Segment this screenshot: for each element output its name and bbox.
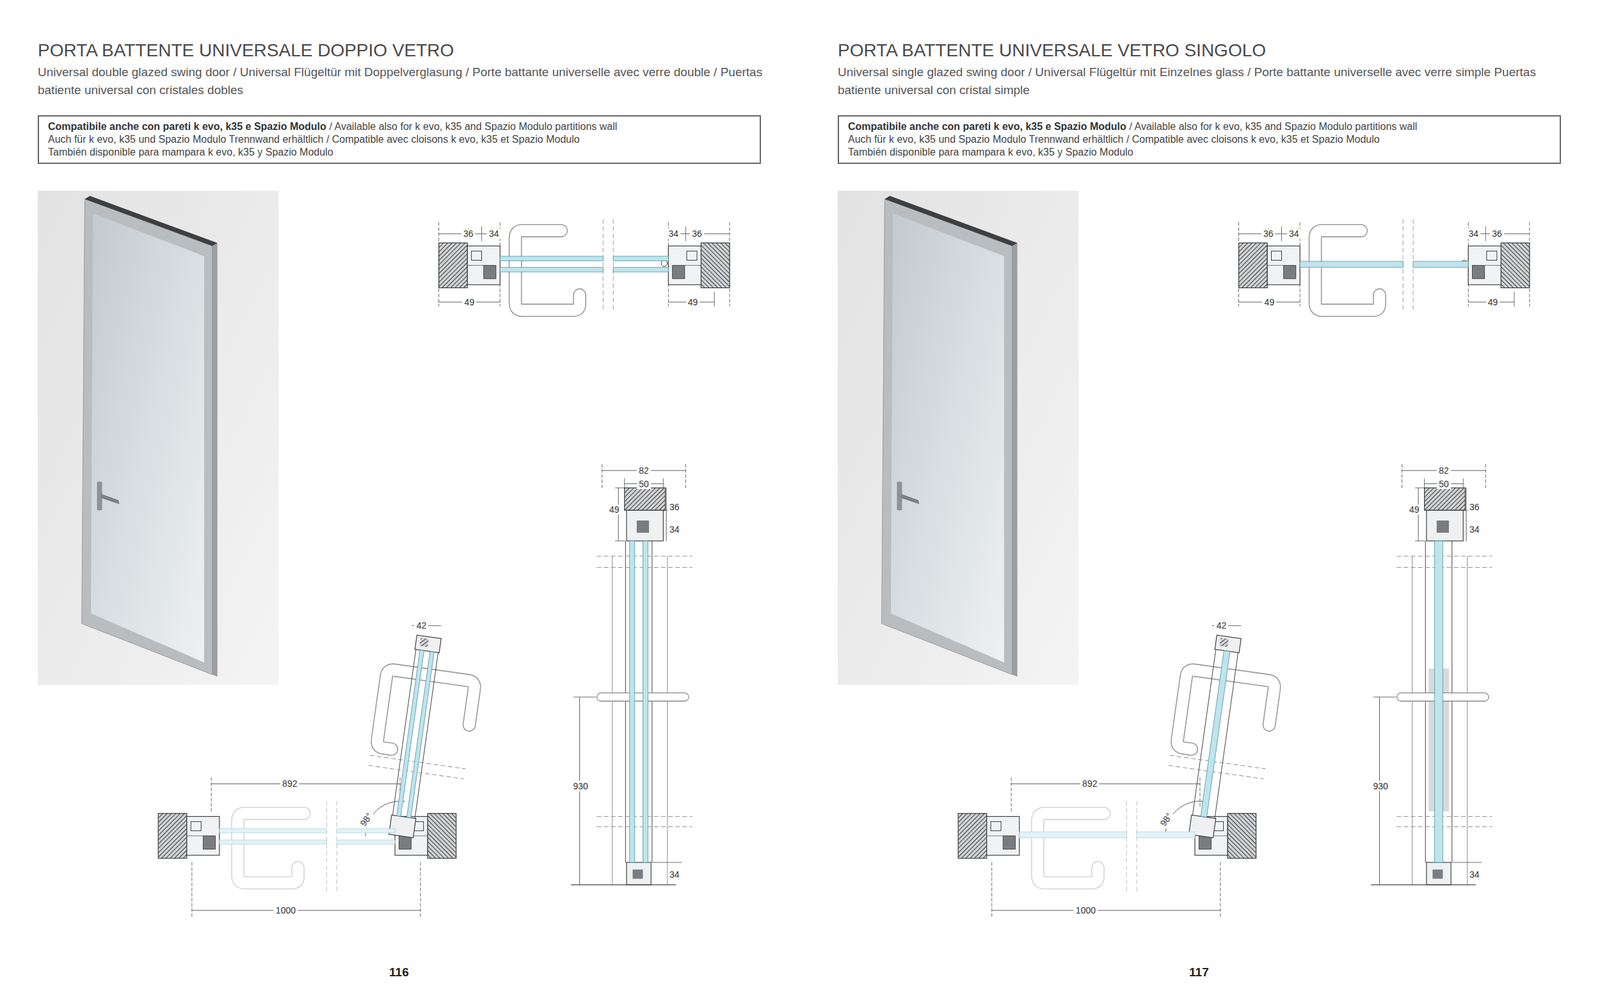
double-glass: [396, 649, 434, 818]
dimension-label: 42: [414, 620, 429, 631]
double-glass: [219, 839, 327, 844]
dimension-label: 892: [280, 778, 299, 789]
single-glass: [1136, 831, 1195, 838]
double-glass: [499, 267, 603, 272]
single-glass: [1019, 261, 1469, 863]
double-glass: [407, 651, 435, 818]
single-glass: [1434, 540, 1444, 863]
dimension-label: 34: [667, 524, 682, 535]
dimension-label: 82: [636, 465, 651, 476]
dimension-label: 1000: [273, 904, 298, 916]
compatibility-note: También disponible para mampara k evo, k…: [848, 145, 1551, 159]
dimension-label: 49: [462, 296, 477, 308]
dimension-label: 36: [667, 501, 682, 512]
page-heading: PORTA BATTENTE UNIVERSALE VETRO SINGOLO: [837, 40, 1266, 61]
dimension-label: 82: [1436, 465, 1451, 476]
dimension-label: 49: [607, 504, 622, 515]
single-glass: [1200, 650, 1231, 817]
page-117-drawings: [837, 190, 1530, 916]
dimension-label: 34: [1467, 869, 1482, 880]
double-glass: [219, 828, 327, 833]
dimension-label: 930: [571, 780, 591, 792]
double-glass: [336, 828, 395, 833]
vertical-section: [571, 464, 692, 885]
dimension-label: 98°: [357, 809, 376, 830]
single-glass: [1200, 650, 1231, 817]
dimension-label: 34: [667, 869, 682, 880]
double-glass: [642, 540, 648, 863]
dimension-label: 34: [1466, 228, 1481, 239]
door-photo: [837, 190, 1079, 685]
dimension-label: 1000: [1073, 904, 1098, 916]
compatibility-note: También disponible para mampara k evo, k…: [48, 145, 751, 159]
page-number: 117: [1189, 965, 1209, 978]
dimension-label: 36: [1261, 228, 1276, 239]
dimension-label: 36: [1489, 228, 1504, 239]
top-section: [439, 219, 730, 312]
compatibility-note: Compatibile anche con pareti k evo, k35 …: [848, 120, 1127, 132]
compatibility-note: / Available also for k evo, k35 and Spaz…: [1129, 120, 1418, 132]
double-glass: [219, 256, 669, 863]
info-box-body: Compatibile anche con pareti k evo, k35 …: [39, 116, 760, 163]
double-glass: [336, 839, 395, 844]
info-box: Compatibile anche con pareti k evo, k35 …: [37, 115, 761, 164]
dimension-label: 49: [686, 296, 701, 308]
page-number: 116: [389, 965, 409, 978]
dimension-label: 36: [689, 228, 704, 239]
compatibility-note: Auch für k evo, k35 und Spazio Modulo Tr…: [48, 133, 751, 146]
double-glass: [613, 256, 669, 261]
single-glass: [1019, 831, 1127, 838]
subtitle: Universal single glazed swing door / Uni…: [837, 63, 1565, 100]
top-section: [1239, 219, 1530, 312]
dimension-label: 49: [1262, 296, 1277, 308]
dimension-label: 34: [1287, 228, 1302, 239]
double-glass: [613, 267, 669, 272]
dimension-label: 98°: [1157, 809, 1176, 830]
door-photo: [37, 190, 279, 685]
dimension-label: 50: [1436, 478, 1451, 489]
dimension-label: 50: [636, 478, 651, 489]
plan-section: [958, 625, 1283, 916]
dimension-label: 34: [666, 228, 681, 239]
info-box: Compatibile anche con pareti k evo, k35 …: [837, 115, 1561, 164]
compatibility-note: Compatibile anche con pareti k evo, k35 …: [48, 120, 327, 132]
dimension-label: 36: [1467, 501, 1482, 512]
dimension-label: 49: [1407, 504, 1422, 515]
single-glass: [1413, 261, 1469, 268]
dimension-label: 42: [1214, 620, 1229, 631]
dimension-label: 34: [1467, 524, 1482, 535]
subtitle: Universal double glazed swing door / Uni…: [37, 63, 765, 100]
double-glass: [499, 256, 603, 261]
double-glass: [629, 540, 635, 863]
page-heading: PORTA BATTENTE UNIVERSALE DOPPIO VETRO: [37, 40, 454, 61]
dimension-label: 34: [487, 228, 502, 239]
dimension-label: 36: [461, 228, 476, 239]
compatibility-note: Auch für k evo, k35 und Spazio Modulo Tr…: [848, 133, 1551, 146]
vertical-section: [1371, 464, 1492, 885]
dimension-label: 49: [1486, 296, 1501, 308]
compatibility-note: / Available also for k evo, k35 and Spaz…: [329, 120, 618, 132]
dimension-label: 892: [1080, 778, 1099, 789]
page-116-drawings: [37, 190, 730, 916]
single-glass: [1299, 261, 1403, 268]
dimension-label: 930: [1371, 780, 1391, 792]
plan-section: [158, 625, 483, 916]
info-box-body: Compatibile anche con pareti k evo, k35 …: [839, 116, 1560, 163]
